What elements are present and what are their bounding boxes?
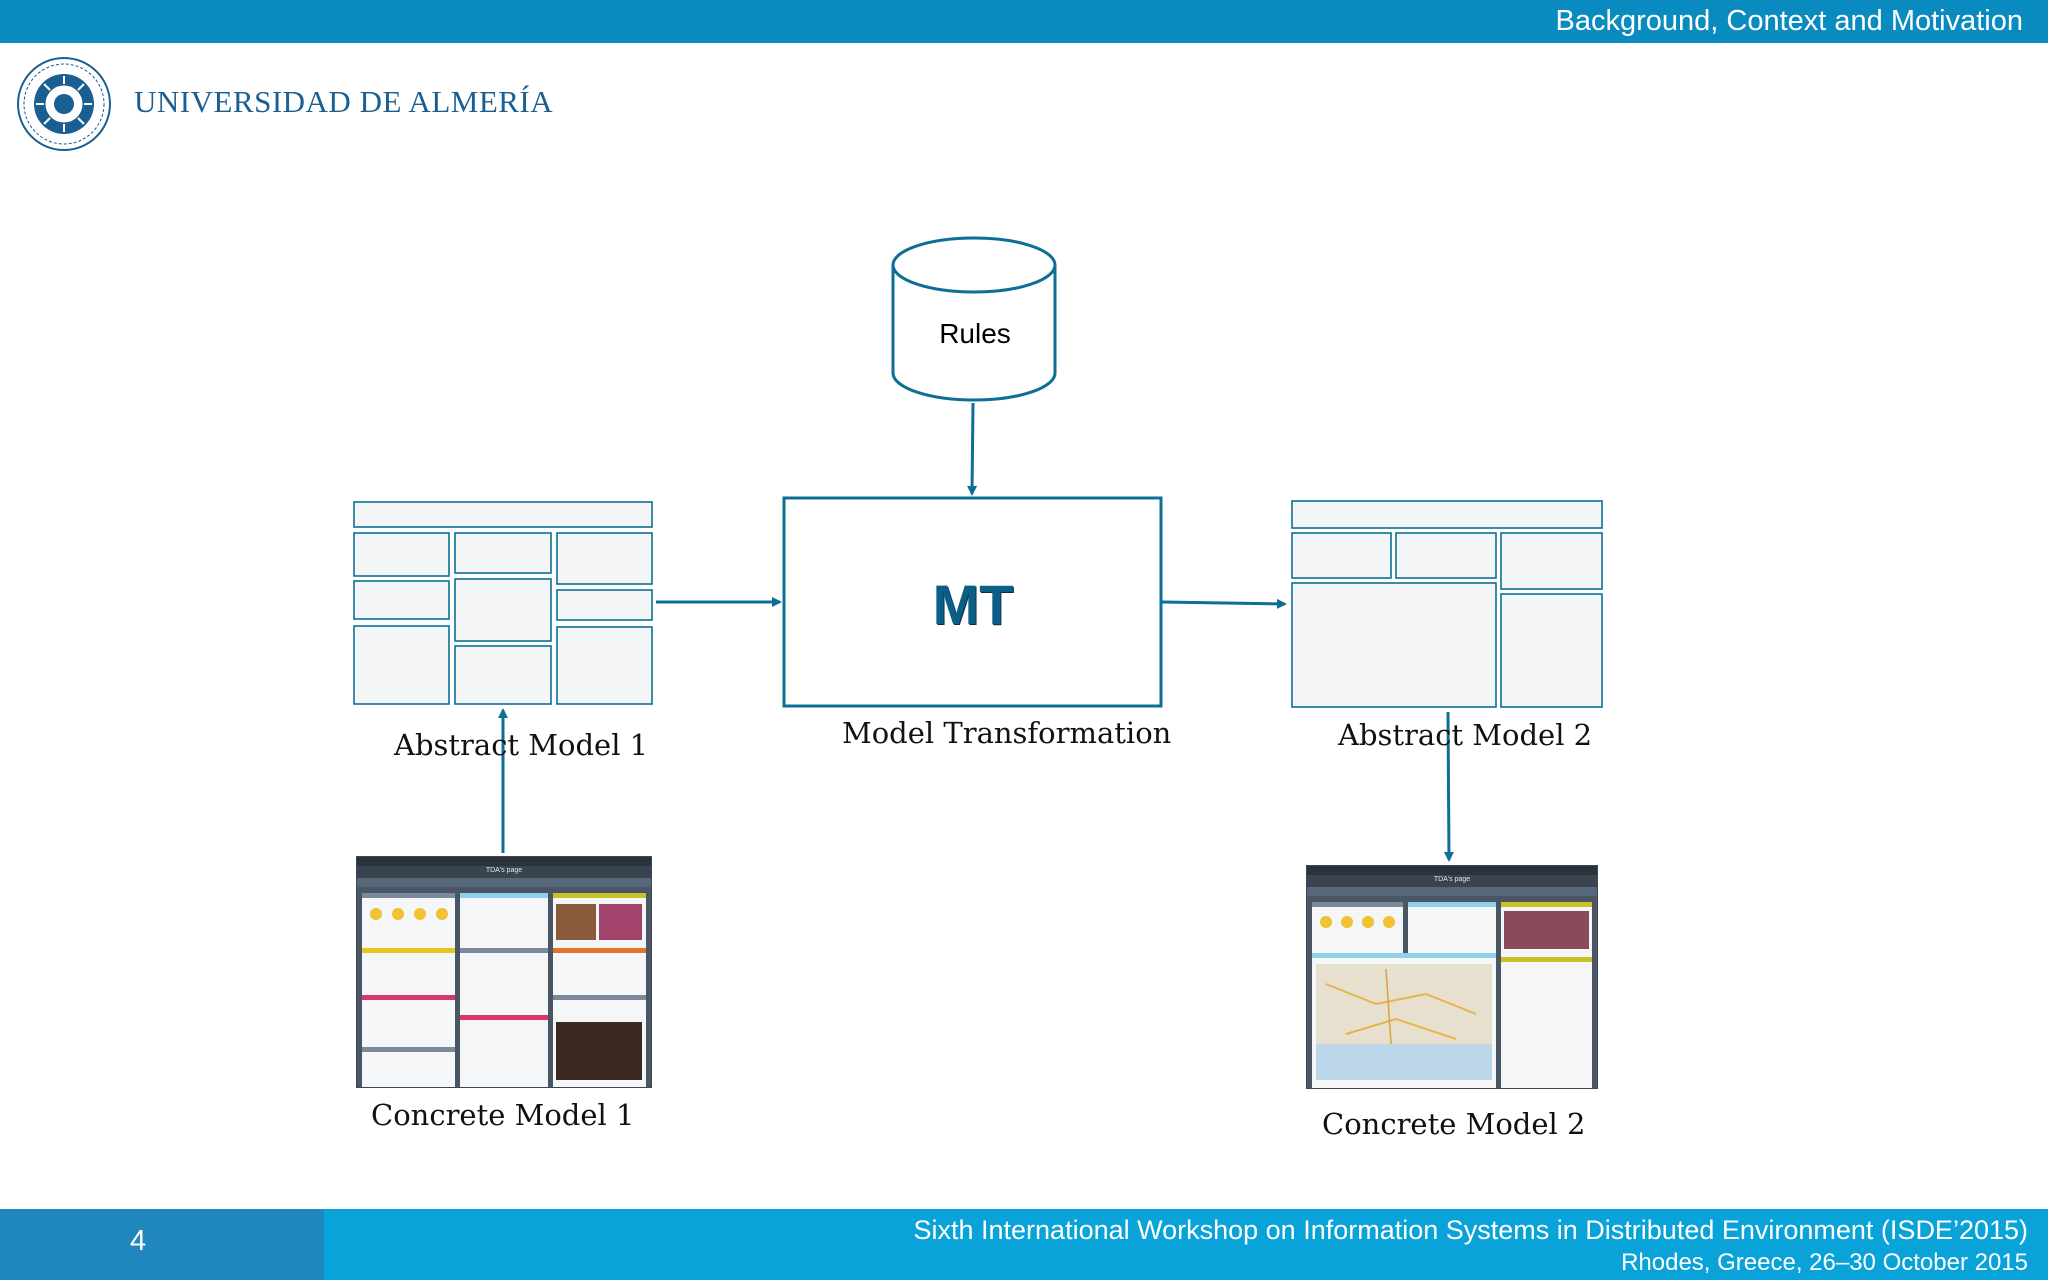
people-widget: [362, 1047, 455, 1087]
section-title: Background, Context and Motivation: [1555, 5, 2024, 37]
page-number: 4: [130, 1225, 147, 1257]
arrow-abstract2-to-concrete2: [1443, 711, 1454, 862]
arrow-mt-to-abstract2: [1161, 598, 1287, 609]
abstract-model-2-label: Abstract Model 2: [1338, 718, 1593, 752]
rules-database-cylinder: [891, 236, 1057, 402]
screenshot-tabbar: [1307, 887, 1597, 896]
photos-widget: [553, 893, 646, 948]
social-widget: [362, 995, 455, 1047]
concrete-model-2-label: Concrete Model 2: [1322, 1107, 1586, 1141]
contacts-widget: [362, 948, 455, 995]
news-widget: [460, 948, 548, 1015]
photo-thumbnail: [599, 904, 642, 940]
arrow-rules-to-mt: [967, 402, 978, 496]
concrete-model-2-screenshot: TDA's page: [1306, 865, 1598, 1089]
video-widget: [553, 995, 646, 1087]
rules-label: Rules: [939, 318, 1011, 349]
photo-thumbnail: [1504, 911, 1589, 949]
concrete-model-1-label: Concrete Model 1: [371, 1098, 635, 1132]
mail-widget: [460, 893, 548, 948]
photo-thumbnail: [556, 904, 596, 940]
screenshot-page-title: TDA's page: [485, 867, 523, 874]
footer-page-panel: [0, 1209, 324, 1280]
header-bar: Background, Context and Motivation: [0, 0, 2048, 43]
university-seal-logo: [17, 57, 111, 151]
messages-widget: [460, 1015, 548, 1087]
video-thumbnail: [556, 1022, 642, 1080]
screenshot-titlebar: [357, 857, 651, 866]
abstract-model-1-label: Abstract Model 1: [394, 728, 649, 762]
model-transformation-caption: Model Transformation: [842, 716, 1172, 750]
screenshot-titlebar: [1307, 866, 1597, 875]
screenshot-pagebar: [357, 866, 651, 878]
abstract-model-1-wireframe: [353, 501, 653, 705]
footer-conference-panel: [324, 1209, 2048, 1280]
feeds-widget: [553, 948, 646, 995]
mt-box: [782, 496, 1163, 708]
photos-widget: [1501, 902, 1592, 957]
weather-sun-icons: [1320, 916, 1395, 928]
conference-location-date: Rhodes, Greece, 26–30 October 2015: [1621, 1249, 2028, 1276]
screenshot-tabbar: [357, 878, 651, 887]
weather-sun-icons: [370, 908, 448, 920]
abstract-model-2-wireframe: [1291, 500, 1603, 708]
conference-title: Sixth International Workshop on Informat…: [913, 1215, 2028, 1245]
feeds-widget: [1501, 957, 1592, 1088]
screenshot-pagebar: [1307, 875, 1597, 887]
weather-widget: [1312, 902, 1403, 953]
mail-widget: [1408, 902, 1496, 953]
map-roads: [1316, 968, 1492, 1080]
mt-label: MT: [932, 573, 1014, 636]
map-view: [1316, 964, 1492, 1080]
screenshot-page-title: TDA's page: [1433, 876, 1471, 883]
weather-widget: [362, 893, 455, 948]
concrete-model-1-screenshot: TDA's page: [356, 856, 652, 1088]
university-name: UNIVERSIDAD DE ALMERÍA: [134, 84, 554, 119]
map-widget: [1312, 953, 1496, 1088]
